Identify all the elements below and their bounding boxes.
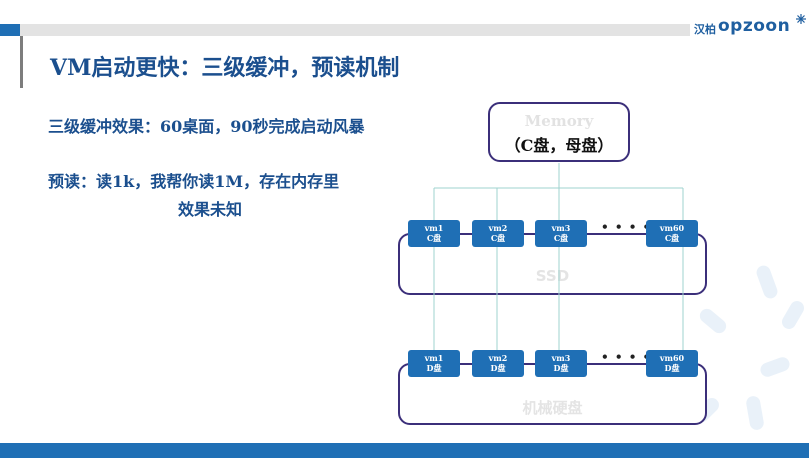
ssd-vm-block: vm2 C盘	[472, 220, 524, 247]
vm-disk: C盘	[490, 233, 506, 243]
vm-name: vm2	[488, 223, 508, 233]
memory-label: Memory	[524, 112, 594, 130]
vm-name: vm1	[424, 223, 444, 233]
ssd-label: SSD	[535, 267, 570, 285]
vm-disk: D盘	[553, 363, 569, 373]
body-line-cache-effect: 三级缓冲效果：60桌面，90秒完成启动风暴	[48, 117, 365, 136]
hdd-vm-block: vm3 D盘	[535, 350, 587, 377]
logo-cn-text: 汉柏	[694, 23, 716, 36]
vm-name: vm60	[659, 353, 685, 363]
hdd-label: 机械硬盘	[522, 399, 583, 417]
ssd-vm-block: vm3 C盘	[535, 220, 587, 247]
slide-title: VM启动更快：三级缓冲，预读机制	[50, 55, 400, 81]
vm-name: vm60	[659, 223, 685, 233]
ssd-vm-block: vm60 C盘	[646, 220, 698, 247]
hdd-vm-block: vm60 D盘	[646, 350, 698, 377]
vm-disk: C盘	[664, 233, 680, 243]
ssd-vm-block: vm1 C盘	[408, 220, 460, 247]
vm-disk: C盘	[426, 233, 442, 243]
vm-name: vm1	[424, 353, 444, 363]
logo-sun-icon	[796, 14, 806, 24]
body-line-prefetch: 预读：读1k，我帮你读1M，存在内存里	[48, 172, 340, 191]
header-bar	[20, 24, 690, 36]
header-accent-bar	[0, 24, 20, 36]
logo-en-text: opzoon	[718, 16, 791, 36]
hdd-vm-block: vm2 D盘	[472, 350, 524, 377]
vm-name: vm3	[551, 223, 571, 233]
hdd-vm-block: vm1 D盘	[408, 350, 460, 377]
footer-bar	[0, 443, 809, 458]
vm-name: vm3	[551, 353, 571, 363]
vm-disk: D盘	[426, 363, 442, 373]
vm-disk: D盘	[490, 363, 506, 373]
vm-name: vm2	[488, 353, 508, 363]
vm-disk: D盘	[664, 363, 680, 373]
body-line-effect-unknown: 效果未知	[178, 200, 243, 219]
title-rule	[20, 36, 23, 88]
memory-box: Memory （C盘，母盘）	[488, 102, 630, 162]
memory-sublabel: （C盘，母盘）	[504, 136, 614, 155]
vm-disk: C盘	[553, 233, 569, 243]
opzoon-logo: 汉柏 opzoon	[694, 14, 806, 40]
